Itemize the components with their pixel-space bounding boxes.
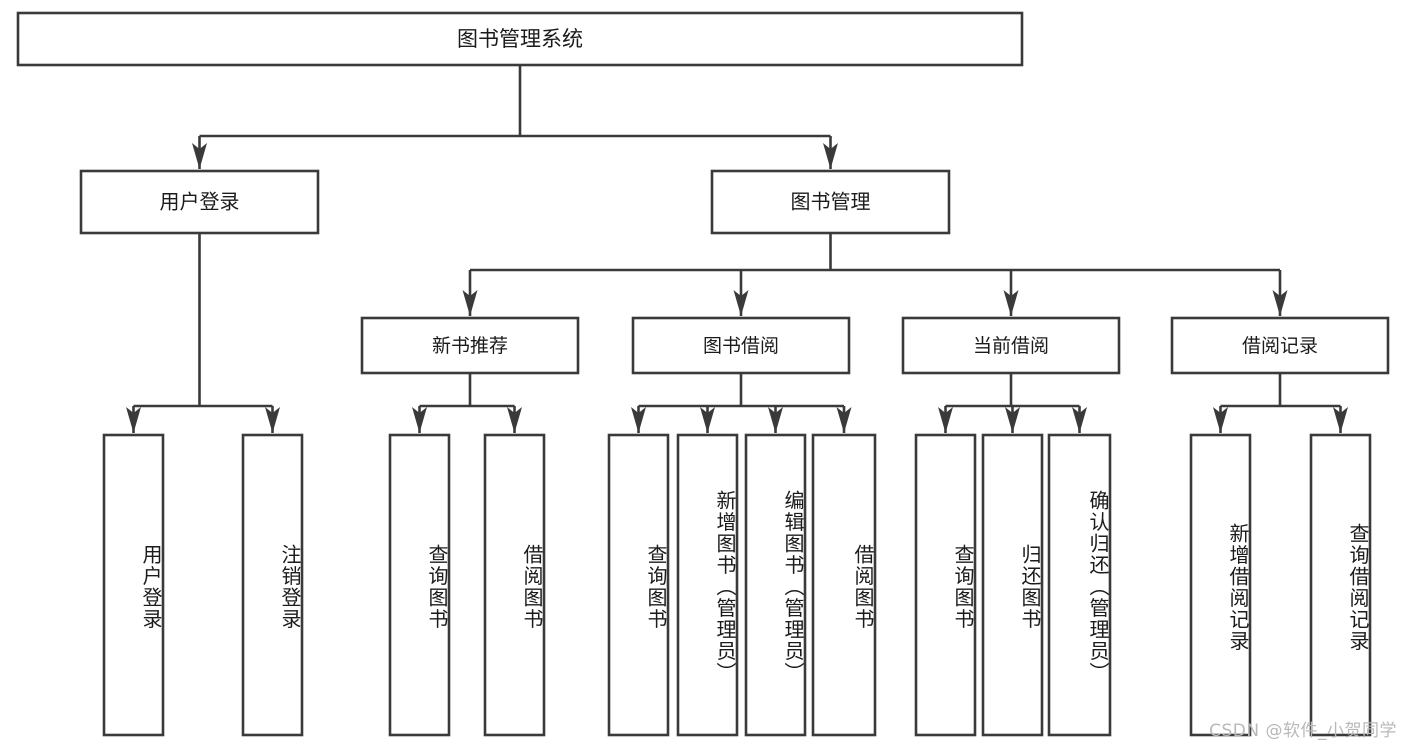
node-l3-1[interactable] [631,316,851,375]
node-leaf-8[interactable] [914,433,977,737]
node-l2-0-label: 用户登录 [160,190,240,214]
node-l3-0-label: 新书推荐 [432,335,508,357]
node-leaf-1[interactable] [241,433,304,737]
node-leaf-0[interactable] [102,433,165,737]
node-l3-3-label: 借阅记录 [1242,335,1318,357]
node-leaf-7[interactable] [811,433,877,737]
connector-layer [126,65,1348,433]
node-leaf-6[interactable] [744,433,807,737]
node-l3-3[interactable] [1170,316,1390,375]
node-leaf-3[interactable] [483,433,546,737]
node-leaf-12[interactable] [1309,433,1372,737]
node-l2-0[interactable] [79,169,320,235]
watermark: CSDN @软件_小贺同学 [1209,721,1397,741]
node-l2-1-label: 图书管理 [791,190,871,214]
node-l3-1-label: 图书借阅 [703,335,779,357]
node-root[interactable] [16,11,1024,67]
node-l3-0[interactable] [360,316,580,375]
node-leaf-10[interactable] [1047,433,1112,737]
node-l2-1[interactable] [710,169,951,235]
node-leaf-5[interactable] [676,433,739,737]
node-root-label: 图书管理系统 [457,27,583,51]
node-l3-2-label: 当前借阅 [973,335,1049,357]
node-leaf-9[interactable] [981,433,1044,737]
node-l3-2[interactable] [901,316,1121,375]
box-layer [16,11,1390,737]
node-leaf-11[interactable] [1189,433,1252,737]
node-leaf-4[interactable] [607,433,670,737]
node-leaf-2[interactable] [388,433,451,737]
